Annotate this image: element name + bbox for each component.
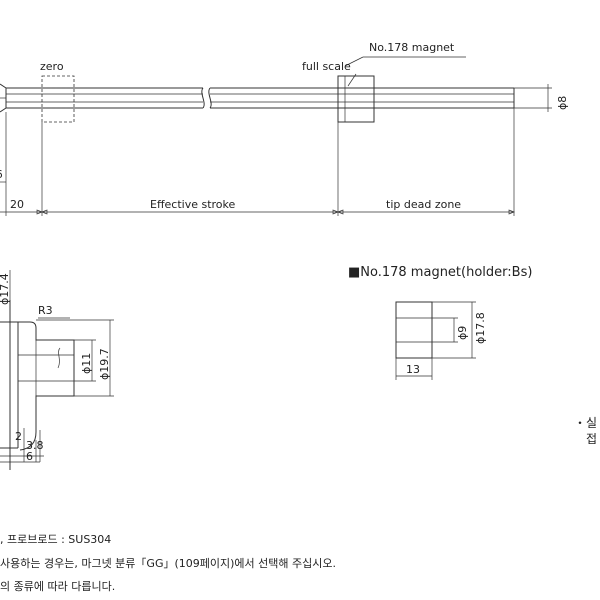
small-dim-label: 6 — [0, 169, 3, 181]
dia-9-label: ϕ9 — [456, 326, 469, 340]
rod-diameter-label: ϕ8 — [556, 96, 569, 110]
r3-label: R3 — [38, 304, 53, 317]
note-line-1: , 프로브로드 : SUS304 — [0, 533, 112, 546]
magnet-title: ■No.178 magnet(holder:Bs) — [348, 265, 532, 280]
magnet-label: No.178 magnet — [369, 41, 455, 54]
dia-11-label: ϕ11 — [80, 353, 93, 374]
width-13-label: 13 — [406, 363, 420, 376]
side-note-1: ・실 — [574, 416, 598, 430]
probe-rod — [0, 75, 552, 123]
fullscale-leader — [347, 73, 357, 87]
note-line-2: 사용하는 경우는, 마그넷 분류「GG」(109페이지)에서 선택해 주십시오. — [0, 557, 336, 570]
dim-20-label: 20 — [10, 198, 24, 211]
side-note-2: 접 — [586, 432, 598, 446]
head-detail — [0, 270, 114, 470]
tip-dead-zone-label: tip dead zone — [386, 198, 461, 211]
note-line-3: 의 종류에 따라 다릅니다. — [0, 580, 116, 593]
zero-label: zero — [40, 60, 64, 73]
dia-top-label: ϕ17.4 — [0, 273, 11, 305]
effective-stroke-label: Effective stroke — [150, 198, 236, 211]
dim-6-label: 6 — [26, 450, 33, 463]
dim-2-label: 2 — [15, 430, 22, 443]
magnet-leader — [344, 56, 364, 67]
dia-19-7-label: ϕ19.7 — [98, 348, 111, 380]
dia-17-8-label: ϕ17.8 — [474, 312, 487, 344]
dim-3-8-label: 3.8 — [26, 439, 44, 452]
full-scale-label: full scale — [302, 60, 351, 73]
magnet-detail — [395, 301, 476, 380]
